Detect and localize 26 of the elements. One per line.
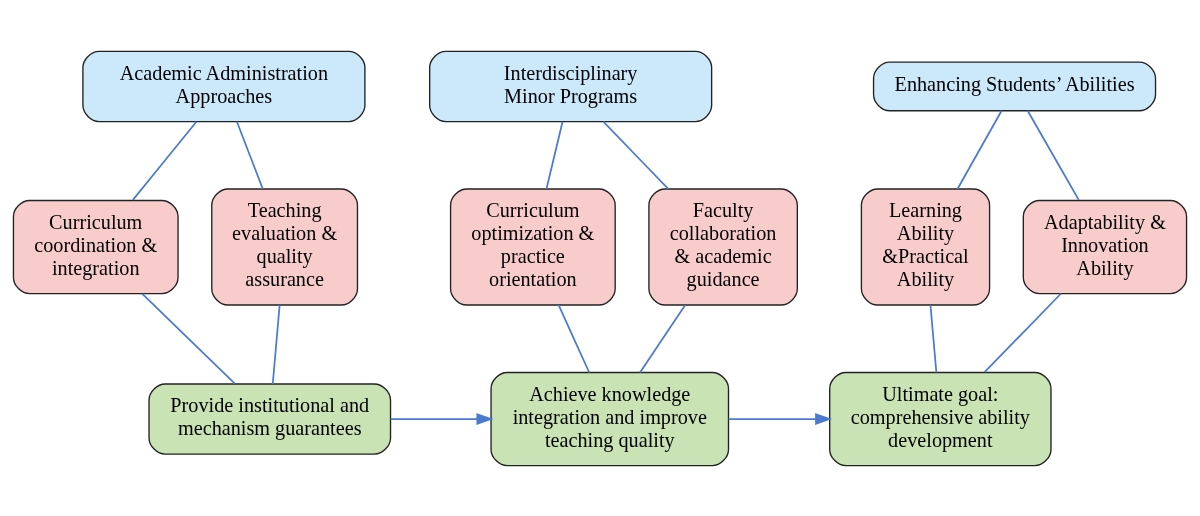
node-box: Curriculum optimization & practice orientation (449, 187, 616, 306)
connector (929, 303, 938, 373)
connector (956, 109, 1003, 190)
connector (271, 303, 281, 385)
connector (236, 120, 264, 190)
connector (1026, 109, 1080, 201)
node-box: Enhancing Students’ Abilities (872, 61, 1157, 111)
node-box: Academic Administration Approaches (82, 50, 366, 122)
arrow (389, 412, 494, 425)
node-box: Curriculum coordination & integration (12, 199, 179, 294)
node-box: Provide institutional and mechanism guarantees (148, 382, 392, 455)
node-box: Adaptability & Innovation Ability (1022, 199, 1188, 294)
node-box: Ultimate goal: comprehensive ability development (829, 371, 1052, 466)
connector (557, 303, 591, 373)
connector (545, 120, 564, 190)
connector (602, 120, 670, 190)
connector (983, 292, 1062, 373)
connector (639, 303, 686, 373)
connector (141, 292, 236, 384)
node-box: Learning Ability &Practical Ability (860, 187, 991, 306)
node-box: Faculty collaboration & academic guidance (648, 187, 798, 306)
arrow (727, 412, 833, 425)
node-box: Interdisciplinary Minor Programs (429, 50, 713, 122)
node-box: Achieve knowledge integration and improve teaching quality (490, 371, 730, 466)
node-box: Teaching evaluation & quality assurance (211, 187, 359, 306)
connector (132, 120, 198, 201)
